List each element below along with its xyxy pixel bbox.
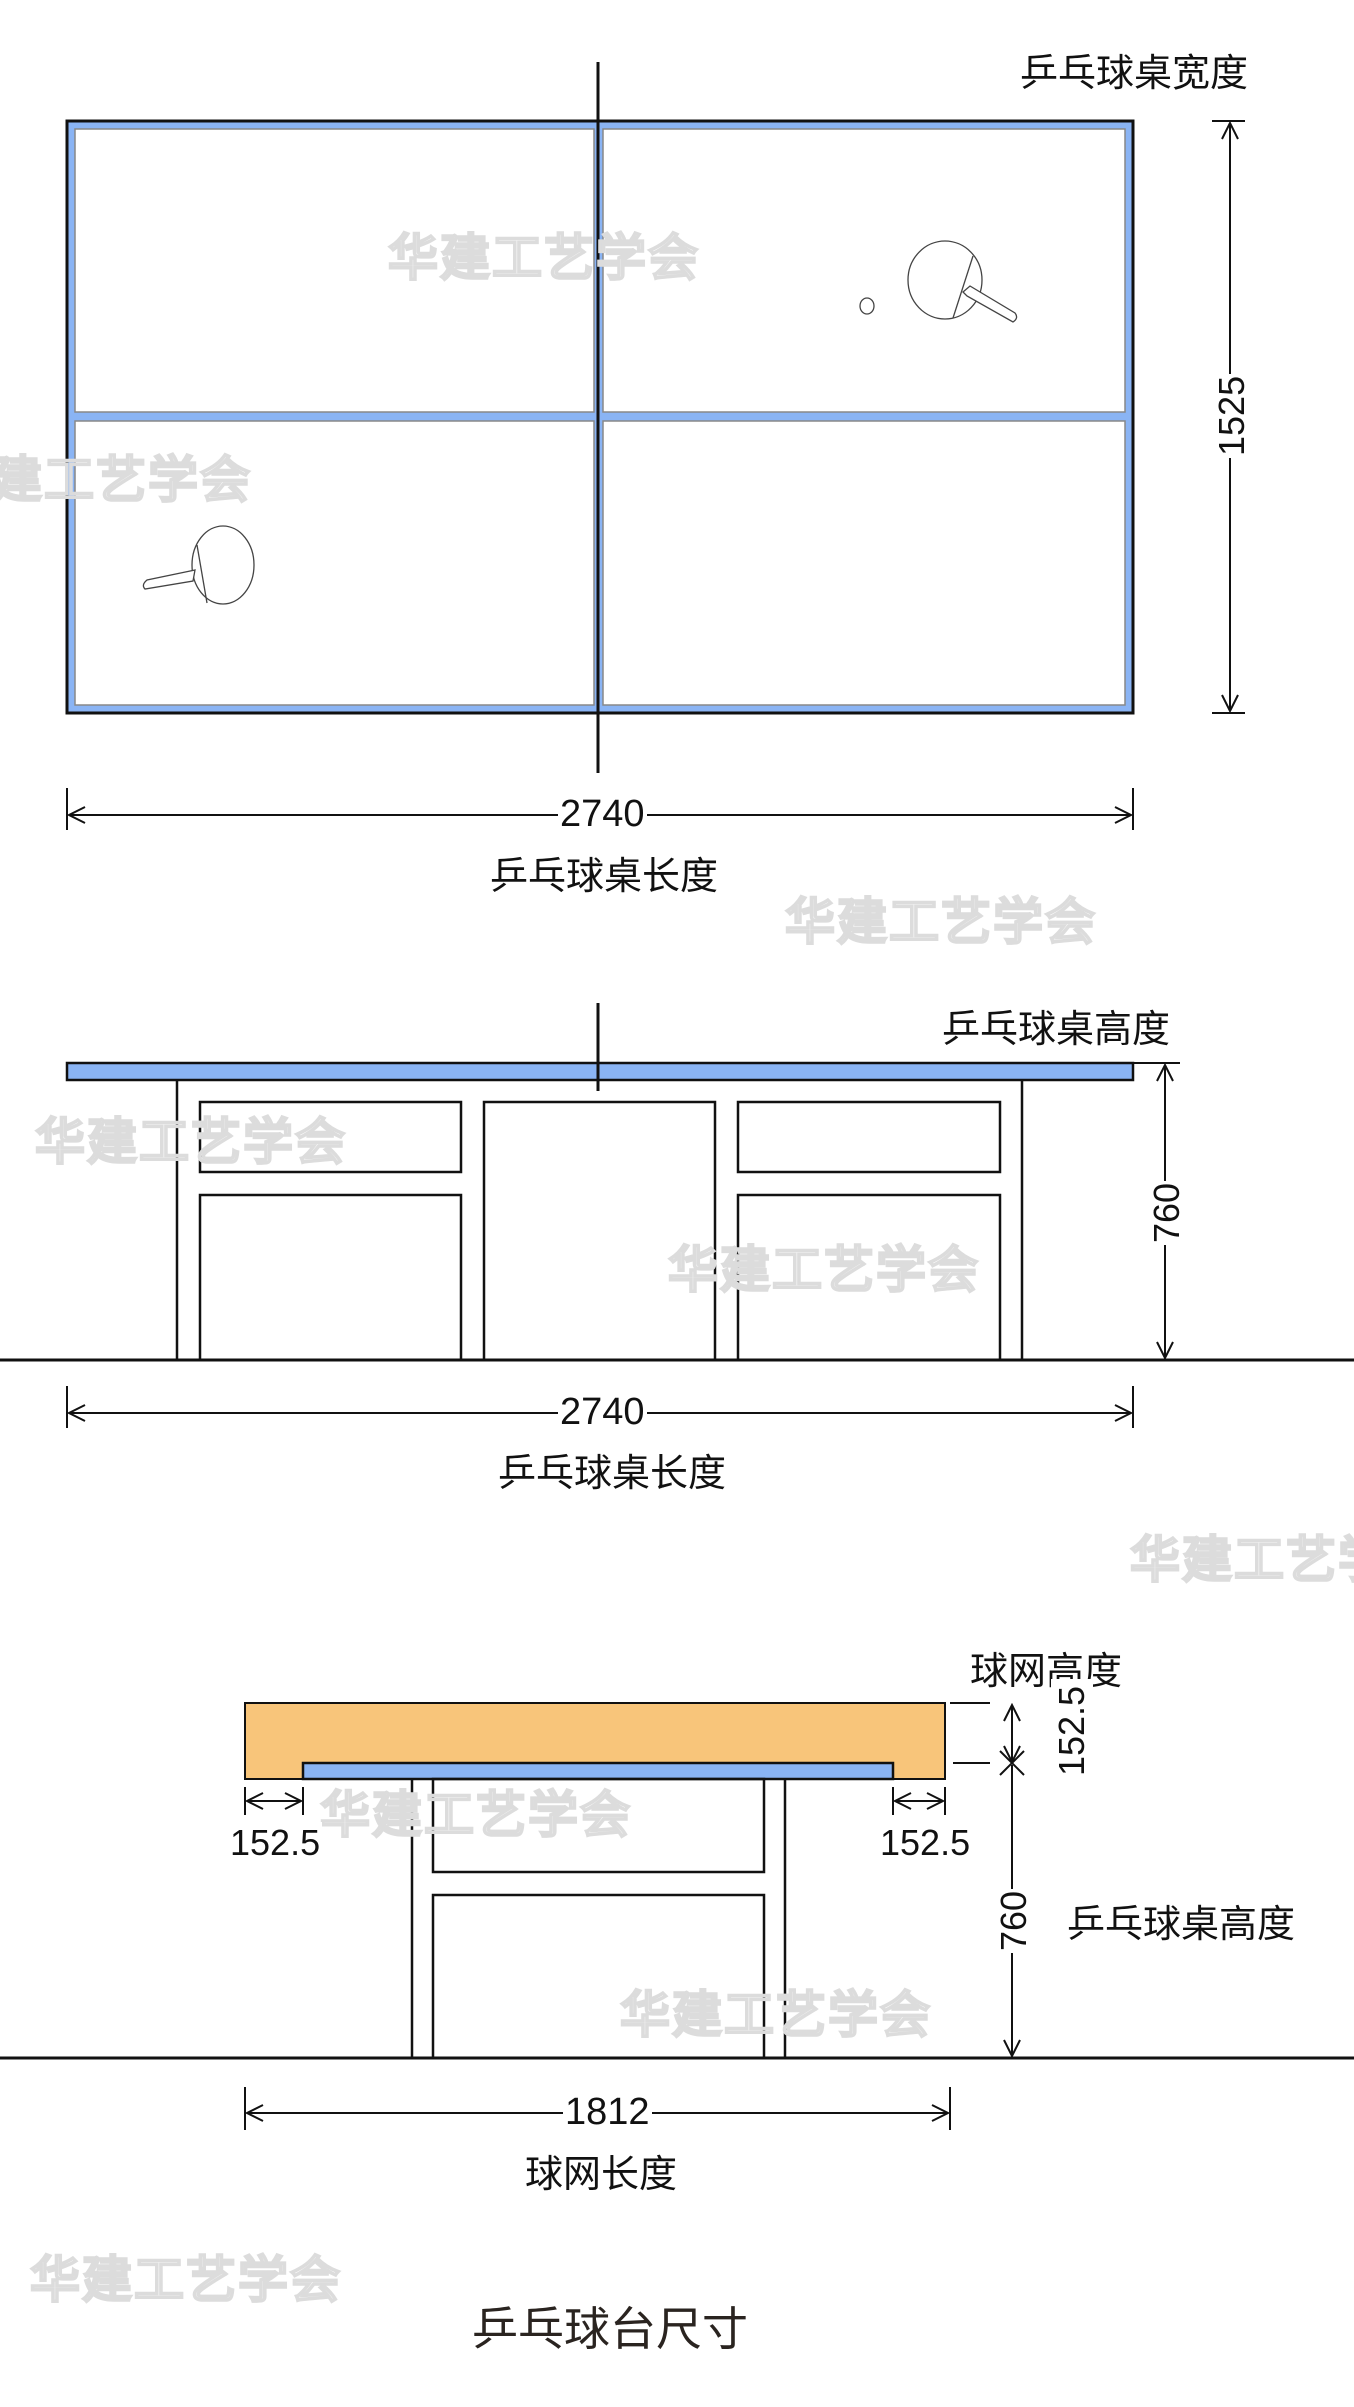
net-length-label: 球网长度 (525, 2152, 678, 2196)
court-quadrant-top-right (602, 128, 1126, 413)
net-view-tabletop (301, 1761, 895, 1781)
overhang-right-dimension (892, 1787, 946, 1815)
net-view-lower-panel (431, 1893, 766, 2060)
ball-icon (859, 297, 875, 315)
net-length-value: 1812 (563, 2091, 652, 2134)
table-height-label-net-view: 乒乓球桌高度 (1067, 1902, 1296, 1946)
paddle-icon (907, 240, 1018, 323)
table-length-value-side: 2740 (558, 1391, 647, 1434)
net-view (0, 1702, 1354, 2060)
table-width-label: 乒乓球桌宽度 (1020, 51, 1249, 95)
net-view-upper-panel (431, 1777, 766, 1874)
side-view-table (0, 1003, 1354, 1362)
court-quadrant-bottom-left (74, 420, 595, 706)
top-view-table (65, 62, 1135, 773)
table-length-value-top: 2740 (558, 793, 647, 836)
overhang-left-dimension (244, 1787, 304, 1815)
paddle-icon (142, 525, 255, 605)
right-upper-panel (736, 1100, 1002, 1174)
right-lower-panel (736, 1193, 1002, 1362)
overhang-left-value: 152.5 (228, 1822, 323, 1864)
court-quadrant-top-left (74, 128, 595, 413)
side-tabletop (65, 1061, 1135, 1082)
middle-panel (482, 1100, 717, 1362)
table-length-label-top: 乒乓球桌长度 (490, 854, 719, 898)
court-quadrant-bottom-right (602, 420, 1126, 706)
table-height-value: 760 (1146, 1181, 1188, 1245)
net-height-label: 球网高度 (970, 1649, 1123, 1693)
table-length-label-side: 乒乓球桌长度 (498, 1451, 727, 1495)
page-title: 乒乓球台尺寸 (472, 2302, 748, 2356)
left-lower-panel (198, 1193, 463, 1362)
table-height-value-net-view: 760 (993, 1889, 1035, 1953)
net-height-dimension (950, 1702, 1025, 1776)
table-height-label: 乒乓球桌高度 (942, 1007, 1171, 1051)
overhang-right-value: 152.5 (878, 1822, 973, 1864)
table-width-value: 1525 (1211, 374, 1253, 458)
net-height-value: 152.5 (1051, 1679, 1093, 1783)
left-upper-panel (198, 1100, 463, 1174)
